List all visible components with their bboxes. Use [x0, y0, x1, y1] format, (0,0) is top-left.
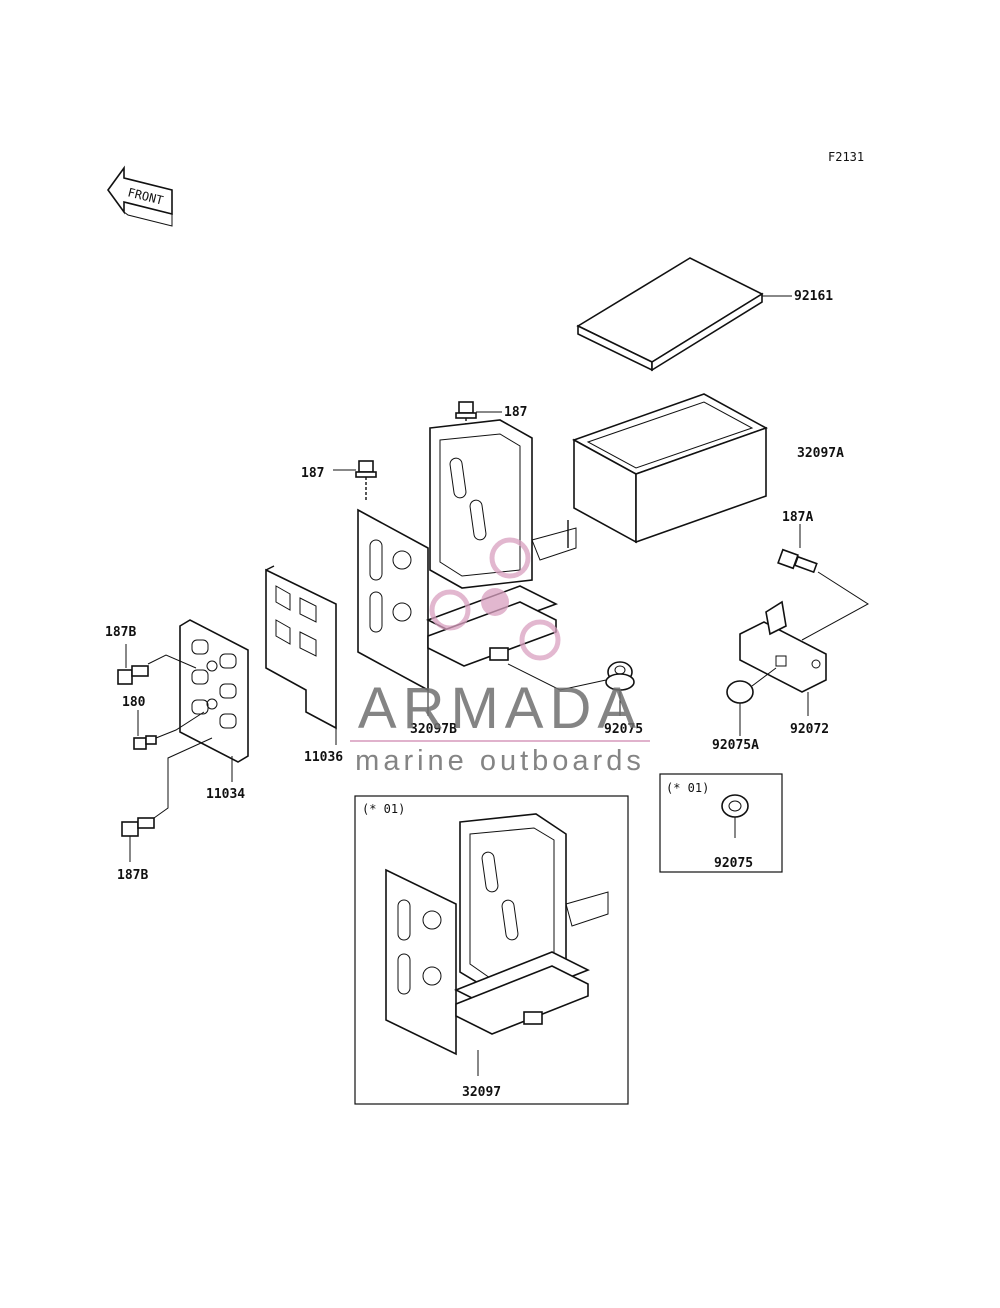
inset-right-tag: (* 01): [666, 781, 709, 795]
bolt-187A: [777, 548, 869, 641]
battery-case: [572, 393, 768, 544]
armada-logo: [429, 537, 561, 661]
label-187-top: 187: [504, 405, 527, 420]
label-11036: 11036: [304, 750, 343, 765]
label-92072: 92072: [790, 722, 829, 737]
inset-box-right: (* 01) 92075: [659, 773, 783, 873]
bracket-92072: [739, 600, 827, 693]
figure-code: F2131: [828, 150, 864, 164]
plate-11034: [179, 619, 249, 763]
bolt-187-left: [355, 460, 377, 500]
battery-bracket-32097B: [357, 419, 577, 692]
label-32097B: 32097B: [410, 722, 457, 737]
label-92161: 92161: [794, 289, 833, 304]
label-187B-top: 187B: [105, 625, 136, 640]
label-187B-bottom: 187B: [117, 868, 148, 883]
label-187A: 187A: [782, 510, 813, 525]
label-187-left: 187: [301, 466, 324, 481]
bolt-187B-top: [117, 654, 197, 685]
label-32097A: 32097A: [797, 446, 844, 461]
front-arrow-icon: FRONT: [107, 165, 173, 227]
label-92075A: 92075A: [712, 738, 759, 753]
plate-11036: [265, 565, 337, 730]
inset-box-left: (* 01) 32097: [354, 795, 629, 1105]
watermark-title: ARMADA: [358, 676, 642, 741]
label-180: 180: [122, 695, 146, 710]
bolt-187B-bottom: [121, 737, 213, 837]
battery-pad: [576, 257, 764, 372]
bolt-180: [133, 711, 205, 750]
label-92075-inset: 92075: [714, 856, 753, 871]
grommet-92075: [605, 661, 635, 691]
battery-bracket-32097: [385, 813, 609, 1056]
label-32097: 32097: [462, 1085, 501, 1100]
cap-92075A: [726, 667, 777, 704]
inset-left-tag: (* 01): [362, 802, 405, 816]
watermark-subtitle: marine outboards: [355, 745, 645, 777]
label-11034: 11034: [206, 787, 245, 802]
label-92075: 92075: [604, 722, 643, 737]
grommet-92075-inset: [721, 794, 749, 838]
